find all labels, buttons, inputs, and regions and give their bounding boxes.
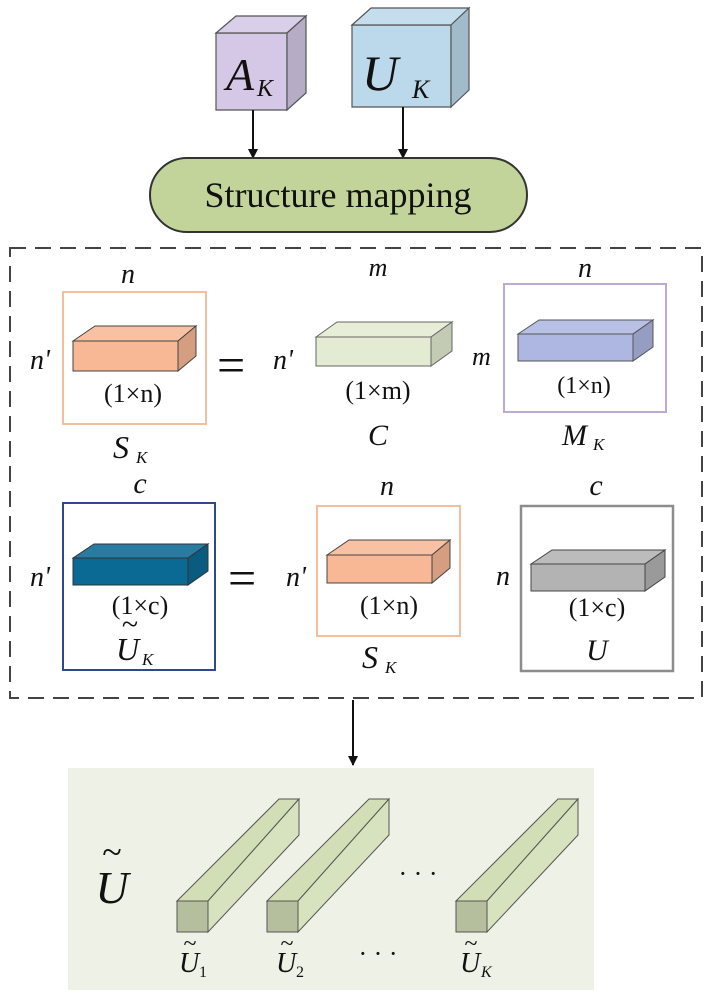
input-a-label: A [223,49,255,100]
u-left-dim: n [496,561,510,592]
c-name: C [368,419,389,452]
u-tilde-k-subscript: K [141,650,155,669]
s-k2-block [325,538,452,585]
output-item-k-subscript: K [480,964,493,981]
m-k-dim-label: (1×n) [557,373,611,399]
output-name: U [95,862,131,913]
structure-mapping-label: Structure mapping [205,175,472,215]
s-k-block [71,324,198,373]
s-k2-top-dim: n [380,471,394,502]
s-k-left-dim: n' [30,345,51,376]
output-item-1-subscript: 1 [199,964,207,981]
structure-mapping-box: Structure mapping [149,157,528,233]
c-top-dim: m [369,253,388,282]
input-a-subscript: K [256,76,275,102]
m-k-matrix: n m (1×n) M K [472,253,667,454]
mapping-detail-frame [9,247,703,699]
u-tilde-k-left-dim: n' [30,562,51,593]
input-u-label: U [362,45,401,101]
output-prism-k [454,797,580,934]
u-tilde-k-top-dim: c [133,467,146,500]
u-tilde-k-matrix: c n' (1×c) ~ U K [30,467,216,671]
u-tilde-k-block [71,543,210,586]
output-tilde: ~ [102,832,121,872]
output-item-1-name: U [179,948,201,979]
u-tilde-k-tilde: ~ [122,608,138,641]
m-k-block [516,319,655,362]
c-left-dim: n' [273,345,294,376]
output-item-1-tilde: ~ [184,931,197,957]
output-item-2-subscript: 2 [296,964,304,981]
equals-sign-row2: = [228,550,256,606]
s-k-matrix-row2: n n' (1×n) S K [286,471,461,677]
u-tilde-k-dim-label: (1×c) [112,591,169,620]
output-item-k-tilde: ~ [465,931,478,957]
output-ellipsis-top: · · · [399,859,438,888]
s-k-dim-label: (1×n) [104,379,162,408]
output-item-2-name: U [276,948,298,979]
s-k2-left-dim: n' [286,562,307,593]
c-dim-label: (1×m) [345,376,410,405]
u-tilde-k-name: U [116,631,141,667]
output-item-k-label: ~ U K [460,931,493,981]
s-k2-dim-label: (1×n) [360,591,418,620]
s-k2-name: S [362,639,378,675]
m-k-name: M [561,419,589,452]
u-block [529,549,667,592]
output-panel: ~ U · · · · · · ~ U 1 ~ U [68,768,594,990]
output-item-k-name: U [460,948,482,979]
equals-sign-row1: = [217,337,245,393]
output-ellipsis-bottom: · · · [359,939,398,968]
u-top-dim: c [589,469,602,502]
input-cube-u: U K [350,6,471,109]
s-k-subscript: K [135,448,149,467]
s-k-top-dim: n [121,259,135,290]
m-k-top-dim: n [578,253,592,284]
input-cube-a: A K [214,14,308,112]
c-block [314,321,454,367]
c-matrix: m n' (1×m) C [273,253,454,452]
u-dim-label: (1×c) [569,593,626,622]
output-prism-1 [175,797,301,934]
input-u-subscript: K [411,75,431,104]
output-prism-2 [265,797,391,934]
m-k-left-dim: m [472,342,491,371]
u-name: U [586,634,610,667]
output-item-2-tilde: ~ [281,931,294,957]
s-k2-subscript: K [384,658,398,677]
s-k-name: S [113,429,129,465]
m-k-subscript: K [592,435,606,454]
u-matrix: c n (1×c) U [496,469,675,673]
output-item-2-label: ~ U 2 [276,931,304,981]
output-item-1-label: ~ U 1 [179,931,207,981]
s-k-matrix: n n' (1×n) S K [30,259,207,467]
